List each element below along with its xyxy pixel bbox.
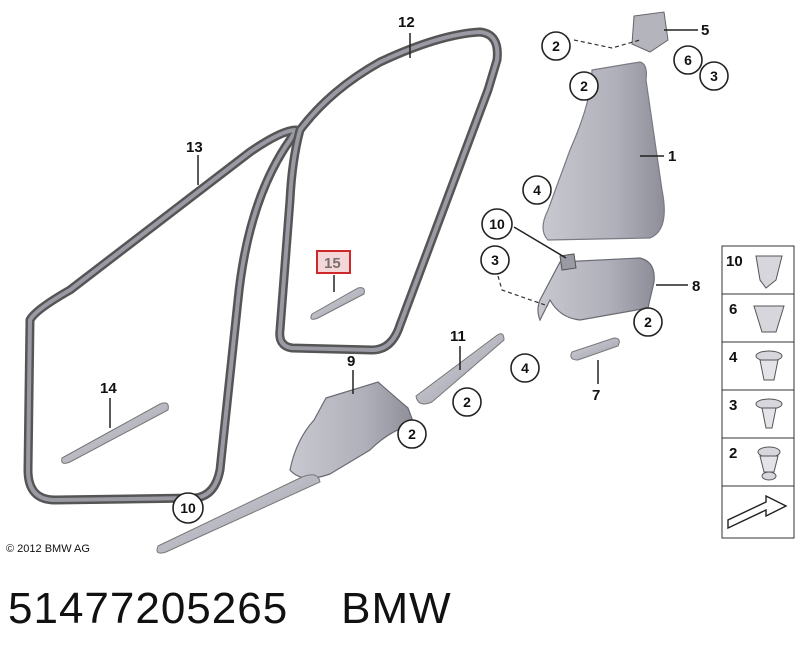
- part-number: 51477205265: [8, 584, 289, 633]
- label-14: 14: [100, 380, 117, 397]
- svg-text:10: 10: [489, 216, 505, 232]
- expanding-rivet-4-icon: [755, 350, 783, 381]
- label-11: 11: [450, 328, 466, 345]
- leader-10a: [513, 226, 567, 259]
- legend-label-4: 4: [729, 349, 738, 366]
- pillar-trim-lower-8: [537, 257, 655, 322]
- svg-text:2: 2: [644, 314, 652, 330]
- cowl-trim-9: [289, 381, 415, 479]
- bracket-5: [631, 11, 669, 53]
- callout-circle-2b: 2: [569, 71, 599, 101]
- svg-text:3: 3: [491, 252, 499, 268]
- push-clip-3-icon: [755, 398, 783, 429]
- label-13: 13: [186, 139, 203, 156]
- brand-name: BMW: [341, 584, 452, 633]
- label-5: 5: [701, 22, 709, 39]
- callout-circle-4a: 4: [522, 175, 552, 205]
- legend-label-6: 6: [729, 301, 737, 318]
- label-9: 9: [347, 353, 355, 370]
- part-number-caption: 51477205265 BMW: [8, 584, 788, 634]
- legend-cell-2: [721, 437, 795, 487]
- callout-circle-6: 6: [673, 45, 703, 75]
- svg-text:2: 2: [408, 426, 416, 442]
- door-seal-front-13: [23, 125, 301, 505]
- callout-circle-2e: 2: [397, 419, 427, 449]
- sill-strip-14: [61, 402, 169, 464]
- svg-text:2: 2: [552, 38, 560, 54]
- label-1: 1: [668, 148, 676, 165]
- legend-label-3: 3: [729, 397, 737, 414]
- callout-circle-10a: 10: [481, 208, 513, 240]
- svg-text:6: 6: [684, 52, 692, 68]
- svg-text:2: 2: [580, 78, 588, 94]
- legend-cell-3: [721, 389, 795, 439]
- svg-text:4: 4: [521, 360, 529, 376]
- label-8: 8: [692, 278, 700, 295]
- direction-arrow-icon: [727, 494, 788, 530]
- clip-6-icon: [753, 305, 785, 333]
- label-12: 12: [398, 14, 415, 31]
- callout-circle-3b: 3: [480, 245, 510, 275]
- svg-text:10: 10: [180, 500, 196, 516]
- door-seal-rear-12: [275, 27, 502, 355]
- svg-text:3: 3: [710, 68, 718, 84]
- highlight-box-15: [316, 250, 351, 274]
- strip-15: [310, 287, 365, 320]
- callout-circle-3a: 3: [699, 61, 729, 91]
- sill-trim-10: [156, 474, 321, 554]
- trim-7: [570, 337, 620, 361]
- legend-cell-4: [721, 341, 795, 391]
- pillar-trim-upper-1: [542, 61, 665, 241]
- clip-on-8: [559, 253, 577, 271]
- callout-circle-2d: 2: [452, 387, 482, 417]
- callout-circle-2a: 2: [541, 31, 571, 61]
- callout-circle-4b: 4: [510, 353, 540, 383]
- clip-10-icon: [755, 255, 783, 289]
- leader-3a: [497, 275, 549, 307]
- legend-label-2: 2: [729, 445, 737, 462]
- label-15: 15: [324, 255, 341, 272]
- legend-label-10: 10: [726, 253, 743, 270]
- callout-circle-10b: 10: [172, 492, 204, 524]
- svg-text:2: 2: [463, 394, 471, 410]
- copyright-notice: © 2012 BMW AG: [6, 543, 90, 555]
- screw-clip-2-icon: [757, 446, 781, 481]
- callout-circle-2c: 2: [633, 307, 663, 337]
- fastener-legend: 10 6 4 3 2: [721, 245, 795, 539]
- leader-2a: [573, 39, 641, 49]
- svg-text:4: 4: [533, 182, 541, 198]
- label-7: 7: [592, 387, 600, 404]
